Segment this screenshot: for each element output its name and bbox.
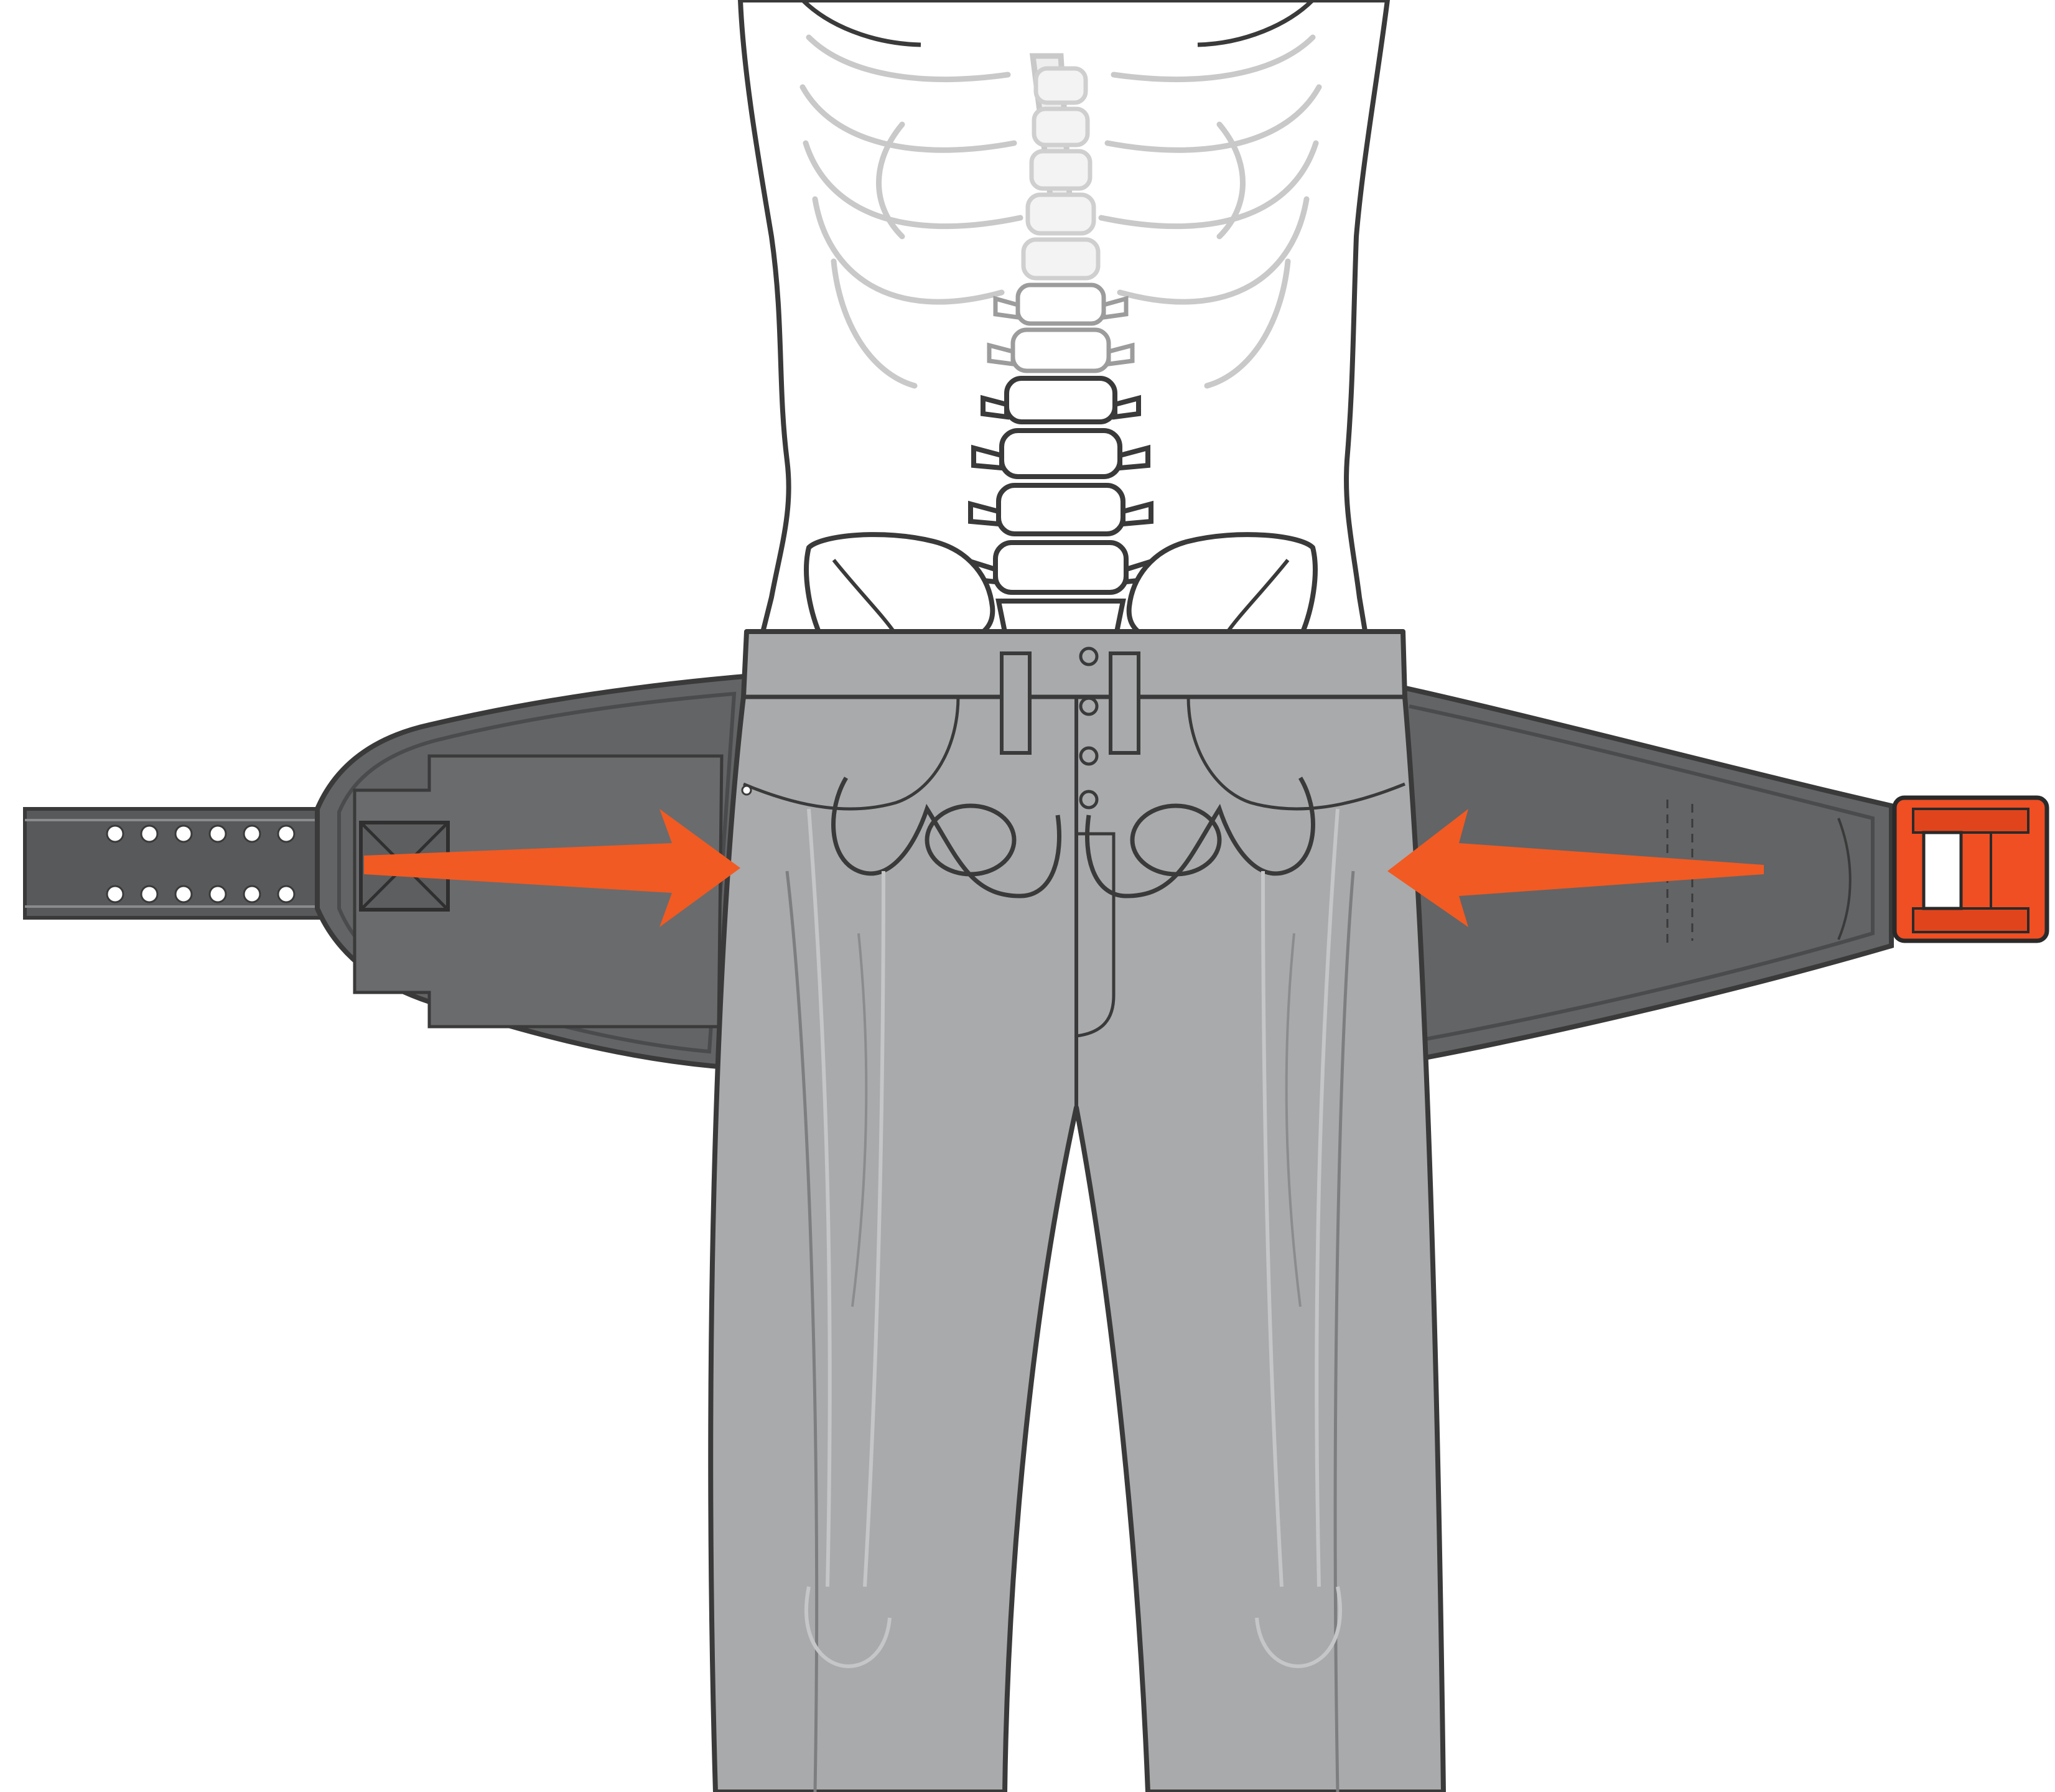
trousers-icon (711, 632, 1443, 1792)
belt-buckle-icon (1894, 798, 2047, 941)
belt-strap-icon (25, 809, 336, 918)
